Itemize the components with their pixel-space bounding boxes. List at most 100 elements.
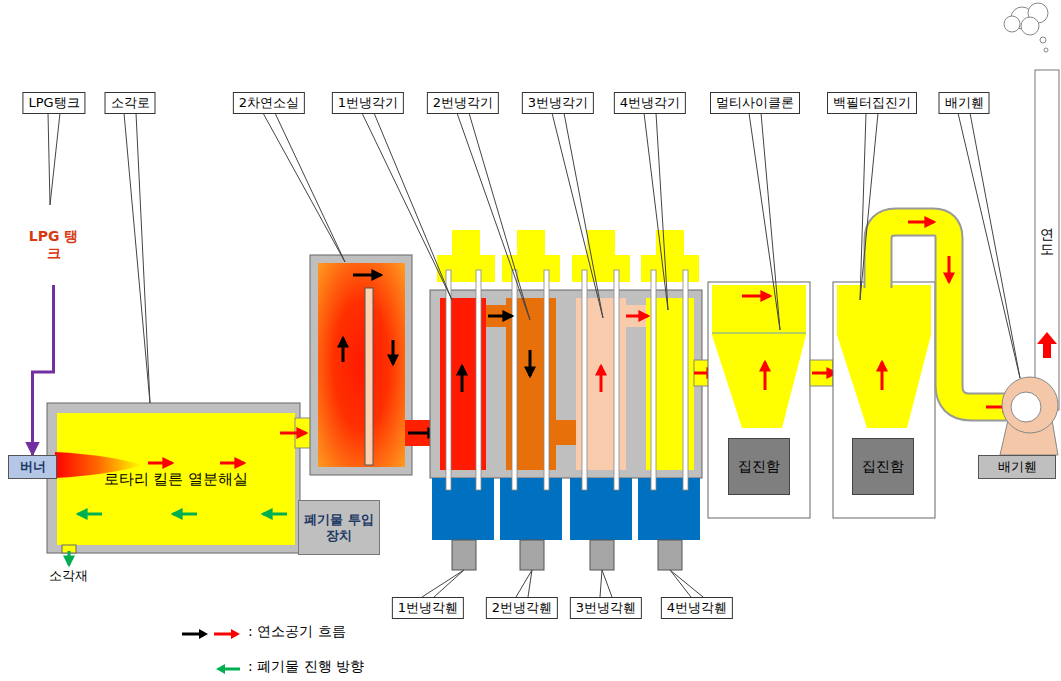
multi-cyclone [742, 295, 770, 298]
cooler-fan [590, 540, 614, 570]
callout-label: 1번냉각휀 [398, 599, 458, 617]
leader-line [749, 113, 780, 330]
flow-arrow [78, 513, 102, 516]
leader-line [362, 113, 452, 300]
dust-bin: 집진함 [728, 438, 790, 495]
callout-box: LPG탱크 [22, 92, 85, 114]
flow-arrow [173, 513, 197, 516]
cooler-tube [614, 270, 619, 490]
exhaust-duct [908, 221, 934, 224]
fan-box: 배기휀 [978, 455, 1056, 479]
cooler-tube [446, 270, 688, 490]
cooler-base [638, 478, 700, 540]
node-label: 연도 [1040, 227, 1054, 258]
callout-box: 2번냉각휀 [486, 597, 558, 619]
bag-filter [881, 362, 884, 390]
callout-box: 멀티사이클론 [710, 92, 800, 114]
legend-arrowhead [231, 629, 240, 639]
multi-cyclone [708, 282, 810, 518]
flow-arrow [461, 366, 464, 392]
callout-label: 4번냉각휀 [667, 599, 727, 617]
legend-text: : 폐기물 진행 방향 [248, 658, 364, 676]
cooler-tube [476, 270, 481, 490]
exhaust-fan [1011, 392, 1041, 422]
leader-line [958, 113, 1020, 378]
flow-arrow [68, 551, 71, 565]
stack-label: 연도 [1036, 212, 1058, 272]
cooler-base [500, 478, 562, 540]
callout-label: 3번냉각휀 [576, 599, 636, 617]
secondary-chamber [392, 340, 395, 364]
cooler-tube [446, 270, 451, 490]
callout-label: 2차연소실 [239, 94, 299, 112]
stack [1037, 332, 1057, 358]
flow-arrow [529, 350, 532, 376]
legend-sample [216, 664, 240, 674]
leader-line [48, 113, 60, 205]
gas-pipe [33, 285, 54, 455]
leader-line [263, 113, 345, 262]
callout-box: 2차연소실 [233, 92, 305, 114]
feeder-box: 폐기물 투입장치 [298, 500, 380, 555]
callout-label: 2번냉각휀 [492, 599, 552, 617]
cooler-fan [520, 540, 544, 570]
cooler-tube [544, 270, 549, 490]
multi-cyclone [694, 282, 810, 518]
leader-line [860, 113, 878, 300]
cooler-fan [452, 540, 682, 570]
multi-cyclone [712, 333, 806, 334]
flow-arrow [148, 462, 172, 465]
secondary-chamber [353, 274, 381, 277]
node-label: 로타리 킬른 열분해실 [104, 470, 249, 488]
callout-box: 3번냉각휀 [570, 597, 642, 619]
kiln-chamber: 로타리 킬른 열분해실 [57, 425, 295, 533]
leader-line [124, 113, 150, 403]
bag-filter [812, 372, 836, 375]
exhaust-fan [1002, 377, 1058, 433]
cooler-hopper [572, 255, 630, 282]
callout-label: 4번냉각기 [620, 94, 680, 112]
leader-line [644, 113, 668, 310]
cooler-hopper [502, 255, 560, 282]
leader-line [48, 113, 1020, 597]
multi-cyclone [712, 285, 806, 428]
cooler-tube [582, 270, 587, 490]
callout-box: 4번냉각기 [614, 92, 686, 114]
legend-arrowhead [199, 629, 208, 639]
leader-line [516, 570, 532, 597]
secondary-chamber [342, 338, 345, 362]
node-label: 배기휀 [998, 459, 1037, 475]
secondary-chamber [365, 288, 373, 465]
flow-arrow [220, 462, 244, 465]
leader-line [422, 570, 464, 597]
node-label: 집진함 [738, 458, 780, 475]
callout-box: 배기휀 [939, 92, 990, 114]
callout-box: 3번냉각기 [522, 92, 594, 114]
rotary-kiln [47, 403, 300, 553]
callout-label: 1번냉각기 [338, 94, 398, 112]
cooler-tube [651, 270, 656, 490]
multi-cyclone [764, 362, 767, 390]
callout-box: 4번냉각휀 [661, 597, 733, 619]
callout-box: 2번냉각기 [427, 92, 499, 114]
stack [1004, 16, 1020, 32]
flow-arrow [488, 315, 512, 318]
flow-arrow [600, 366, 603, 392]
legend-sample [182, 629, 240, 639]
cooler-hopper [517, 230, 545, 255]
exhaust-fan [1000, 377, 1058, 455]
secondary-chamber [310, 255, 412, 475]
part-label: 소각재 [49, 567, 88, 585]
callout-label: 소각로 [111, 94, 150, 112]
cooler-base [432, 478, 494, 540]
cooler-tube [512, 270, 517, 490]
flow-arrow [69, 463, 287, 565]
stack [1035, 70, 1059, 410]
callout-label: 3번냉각기 [528, 94, 588, 112]
callout-label: 멀티사이클론 [716, 94, 794, 112]
cooler-fan [452, 540, 476, 570]
callout-label: 2번냉각기 [433, 94, 493, 112]
stack [1044, 48, 1048, 52]
